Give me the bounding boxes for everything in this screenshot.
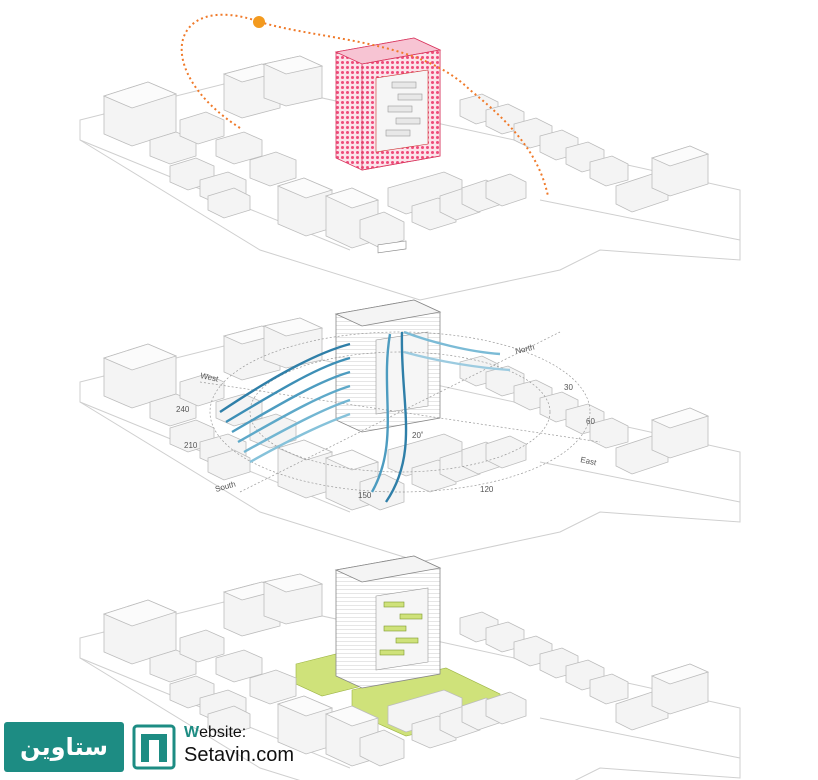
logo-bar: ستاوين Website: Setavin.com bbox=[0, 718, 320, 778]
label-240: 240 bbox=[176, 405, 190, 414]
logo-mark-icon bbox=[132, 724, 176, 770]
tower-pink-facade bbox=[334, 37, 442, 171]
tower-white-green bbox=[334, 555, 442, 689]
logo-arabic-text: ستاوين bbox=[20, 733, 108, 761]
label-150: 150 bbox=[358, 491, 372, 500]
label-30: 30 bbox=[564, 383, 573, 392]
label-20: 20˚ bbox=[412, 431, 424, 440]
label-north: North bbox=[514, 342, 535, 355]
green-panel bbox=[79, 555, 741, 780]
label-south: South bbox=[214, 480, 237, 494]
label-60: 60 bbox=[586, 417, 595, 426]
website-label: Website: bbox=[184, 724, 247, 741]
label-120: 120 bbox=[480, 485, 494, 494]
sun-path-line bbox=[180, 13, 549, 197]
sun-icon bbox=[253, 16, 265, 28]
label-west: West bbox=[200, 371, 220, 384]
label-210: 210 bbox=[184, 441, 198, 450]
wind-panel: North West South East 30 60 120 150 210 … bbox=[79, 240, 741, 563]
wind-streams bbox=[219, 330, 511, 503]
logo-badge: ستاوين bbox=[4, 722, 124, 772]
label-east: East bbox=[580, 455, 598, 467]
website-url[interactable]: Setavin.com bbox=[184, 744, 295, 766]
solar-panel bbox=[79, 13, 741, 301]
